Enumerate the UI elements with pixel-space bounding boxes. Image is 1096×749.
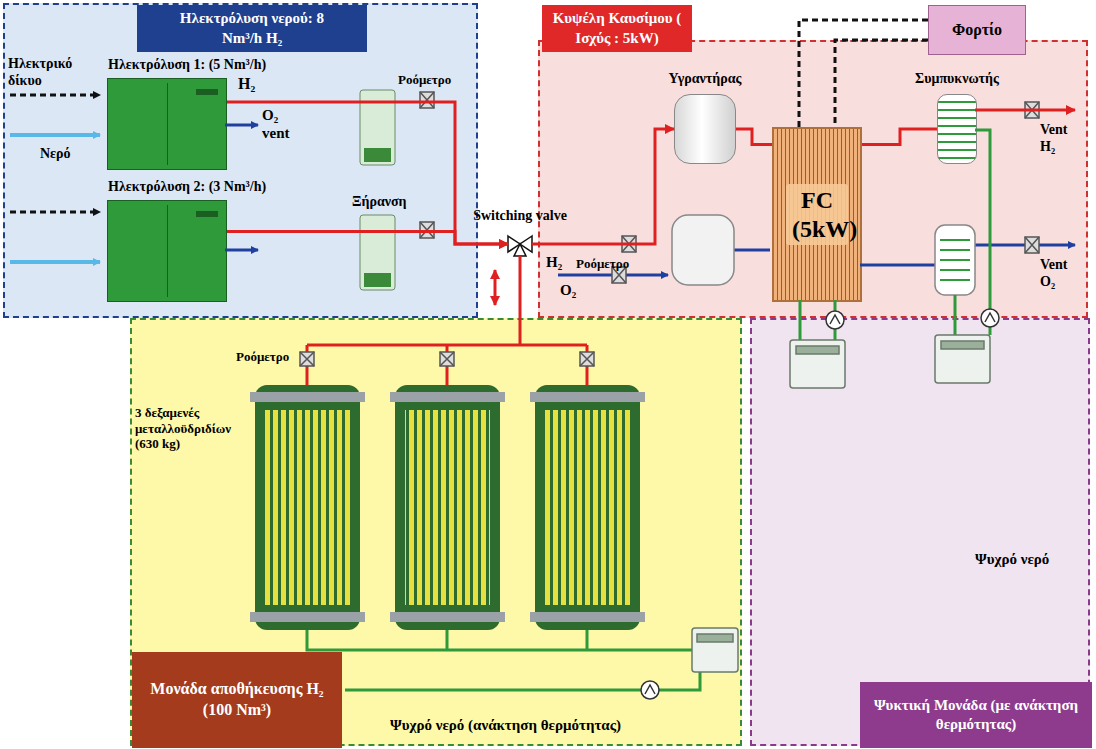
condenser: Συμπυκνωτής (937, 94, 977, 164)
unit-title: Ηλεκτρόλυση 1: (5 Nm³/h) (108, 57, 266, 74)
region-header: Ηλεκτρόλυση νερού: 8 Nm³/h H₂ (137, 5, 367, 52)
load-box: Φορτίο (928, 5, 1026, 55)
annotation-label: Ψυχρό νερό (ανάκτηση θερμότητας) (390, 716, 621, 734)
electrolyser-seam (167, 205, 168, 297)
electrolyser-box: Ηλεκτρόλυση 1: (5 Nm³/h) (107, 78, 227, 170)
fuel-cell-stack: FC (5kW) (772, 127, 862, 302)
region-title: Μονάδα αποθήκευσης H₂ (100 Nm³) (142, 679, 332, 721)
flow-connector (532, 129, 674, 244)
annotation-label: Ξήρανση (352, 194, 407, 211)
annotation-label: Ψυχρό νερό (975, 550, 1049, 568)
annotation-label: O₂ vent (262, 106, 298, 142)
electrolyser-panel (196, 89, 218, 95)
hydrogen-manifold (307, 318, 587, 385)
annotation-label: Vent O₂ (1040, 257, 1080, 291)
humidifier-o2 (672, 215, 734, 285)
flow-connector (862, 129, 937, 145)
annotation-label: 3 δεξαμενές μεταλλοϋδριδίων (630 kg) (135, 405, 253, 452)
annotation-label: Vent H₂ (1040, 122, 1080, 156)
switching-valve: Switching valve (508, 232, 532, 256)
cooling-water-lines (307, 130, 990, 690)
valve-symbol (508, 232, 532, 256)
metal-hydride-tanks (250, 385, 645, 630)
tank-flowmeters (300, 352, 594, 366)
region-title: Κυψέλη Καυσίμου ( Ισχύς : 5kW) (550, 9, 684, 48)
annotation-label: O₂ (560, 281, 576, 299)
dryers (360, 90, 395, 290)
region-header: Κυψέλη Καυσίμου ( Ισχύς : 5kW) (542, 5, 692, 52)
humidifier: Υγραντήρας (674, 94, 736, 164)
region-title: Ηλεκτρόλυση νερού: 8 Nm³/h H₂ (167, 9, 337, 48)
pumps (641, 309, 999, 699)
electrolyser-seam (167, 83, 168, 165)
flow-connector (799, 20, 928, 127)
region-header: Ψυκτική Μονάδα (με ανάκτηση θερμότητας) (860, 682, 1092, 748)
annotation-label: Νερό (40, 146, 71, 163)
flow-connector (227, 102, 508, 244)
electrolyser-box: Ηλεκτρόλυση 2: (3 Nm³/h) (107, 200, 227, 302)
annotation-label: Ροόμετρο (398, 72, 451, 88)
annotation-label: Ροόμετρο (576, 256, 629, 272)
region-panel: Ηλεκτρόλυση νερού: 8 Nm³/h H₂ Ηλεκτρόλυση… (3, 3, 478, 318)
hydrogen-vent-line (975, 109, 1075, 112)
flow-connector (835, 40, 928, 127)
region-title: Ψυκτική Μονάδα (με ανάκτηση θερμότητας) (868, 696, 1084, 735)
flow-connector (227, 232, 508, 244)
water-lines (10, 135, 100, 262)
electrolyser-panel (196, 211, 218, 217)
annotation-label: Ηλεκτρικό δίκυο (8, 56, 98, 90)
annotation-label: H₂ (238, 74, 255, 93)
region-header: Μονάδα αποθήκευσης H₂ (100 Nm³) (132, 652, 342, 748)
box-text: FC (5kW) (786, 184, 848, 246)
component-label: Switching valve (473, 208, 567, 225)
box-text: Φορτίο (952, 20, 1002, 39)
condenser-o2 (935, 225, 975, 295)
flow-direction-arrow (494, 270, 497, 305)
annotation-label: Ροόμετρο (236, 349, 289, 365)
flow-connector (736, 129, 772, 145)
annotation-label: H₂ (546, 253, 562, 271)
unit-title: Ηλεκτρόλυση 2: (3 Nm³/h) (108, 179, 266, 196)
chillers (692, 335, 990, 672)
component-label: Υγραντήρας (669, 71, 742, 88)
flow-connector (519, 256, 522, 318)
grid-wires (10, 95, 100, 212)
component-label: Συμπυκνωτής (915, 71, 999, 88)
